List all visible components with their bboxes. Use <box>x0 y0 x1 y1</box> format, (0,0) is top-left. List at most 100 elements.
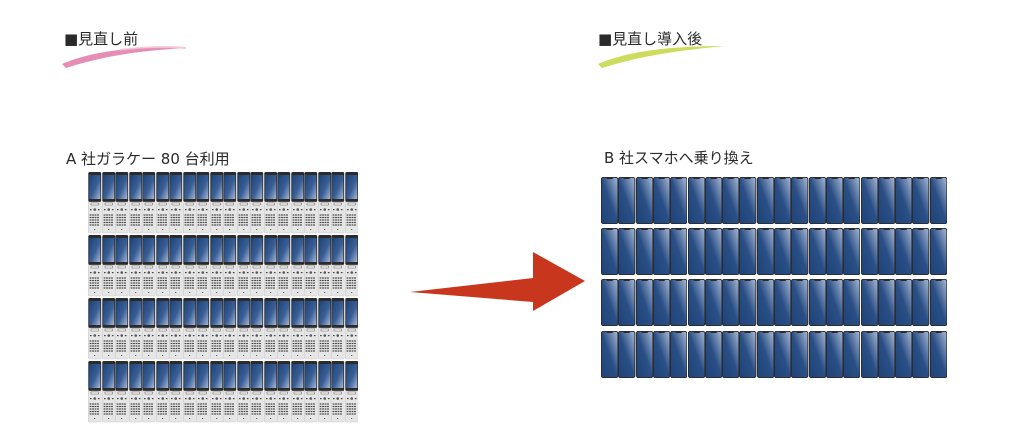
feature-phone-icon <box>142 235 156 301</box>
smartphone-icon <box>877 176 896 228</box>
smartphone-icon <box>600 330 619 382</box>
smartphone-icon <box>912 279 930 330</box>
feature-phone-icon <box>196 298 210 364</box>
smartphone-icon <box>704 330 723 382</box>
smartphone-icon <box>600 176 619 228</box>
feature-phone-icon <box>317 172 332 238</box>
feature-phone-icon <box>115 235 129 301</box>
smartphone-icon <box>929 330 948 382</box>
feature-phone-icon <box>169 361 183 427</box>
feature-phone-icon <box>128 298 143 364</box>
smartphone-icon <box>756 176 775 228</box>
feature-phone-icon <box>223 235 237 301</box>
smartphone-icon <box>721 176 740 228</box>
feature-phone-icon <box>236 172 251 238</box>
smartphone-icon <box>670 279 688 330</box>
smartphone-icon <box>929 279 948 330</box>
smartphone-icon <box>687 228 705 279</box>
smartphone-icon <box>635 228 653 279</box>
smartphone-icon <box>791 228 809 279</box>
feature-phone-icon <box>263 172 278 238</box>
feature-phone-icon <box>142 172 156 238</box>
feature-phone-icon <box>101 235 116 301</box>
smartphone-icon <box>825 279 844 330</box>
smartphone-icon <box>600 228 619 279</box>
feature-phone-icon <box>331 298 345 364</box>
before-heading: ■見直し前 <box>62 28 187 68</box>
smartphone-icon <box>912 330 930 382</box>
smartphone-icon <box>635 279 653 330</box>
feature-phone-row <box>88 172 358 234</box>
smartphone-icon <box>739 228 757 279</box>
smartphone-icon <box>739 330 757 382</box>
smartphone-icon <box>860 279 878 330</box>
feature-phone-icon <box>344 172 359 238</box>
feature-phone-icon <box>155 235 170 301</box>
smartphone-icon <box>825 176 844 228</box>
feature-phone-row <box>88 298 358 360</box>
smartphone-icon <box>791 176 809 228</box>
smartphone-icon <box>670 228 688 279</box>
feature-phone-icon <box>331 361 345 427</box>
feature-phone-icon <box>277 235 291 301</box>
smartphone-icon <box>739 176 757 228</box>
smartphone-icon <box>894 279 913 330</box>
feature-phone-icon <box>263 235 278 301</box>
feature-phone-icon <box>101 172 116 238</box>
before-label: A 社ガラケー 80 台利用 <box>66 150 230 168</box>
smartphone-icon <box>894 228 913 279</box>
smartphone-icon <box>808 330 826 382</box>
smartphone-icon <box>670 176 688 228</box>
smartphone-icon <box>704 228 723 279</box>
feature-phone-icon <box>88 361 102 427</box>
feature-phone-icon <box>196 172 210 238</box>
feature-phone-icon <box>101 361 116 427</box>
feature-phone-icon <box>304 235 318 301</box>
feature-phone-icon <box>101 298 116 364</box>
smartphone-icon <box>843 330 861 382</box>
pink-brush-stroke-icon <box>62 45 187 68</box>
feature-phone-icon <box>331 235 345 301</box>
feature-phone-icon <box>236 235 251 301</box>
after-heading-text: ■見直し導入後 <box>598 30 703 48</box>
smartphone-icon <box>652 279 671 330</box>
smartphone-row <box>600 228 948 276</box>
smartphone-icon <box>894 330 913 382</box>
feature-phone-icon <box>290 172 305 238</box>
smartphone-row <box>600 279 948 327</box>
feature-phone-icon <box>142 298 156 364</box>
feature-phone-icon <box>223 172 237 238</box>
smartphone-icon <box>808 279 826 330</box>
smartphone-icon <box>618 330 636 382</box>
smartphone-icon <box>773 176 792 228</box>
feature-phone-icon <box>344 298 359 364</box>
feature-phone-icon <box>304 361 318 427</box>
feature-phone-icon <box>304 172 318 238</box>
after-label: B 社スマホへ乗り換え <box>604 149 754 167</box>
smartphone-icon <box>843 176 861 228</box>
smartphone-icon <box>808 228 826 279</box>
smartphone-icon <box>652 176 671 228</box>
feature-phone-row <box>88 361 358 423</box>
feature-phone-icon <box>155 298 170 364</box>
feature-phone-icon <box>115 361 129 427</box>
smartphone-icon <box>670 330 688 382</box>
smartphone-icon <box>825 228 844 279</box>
after-heading: ■見直し導入後 <box>598 28 724 68</box>
feature-phone-icon <box>263 298 278 364</box>
smartphone-icon <box>912 228 930 279</box>
arrow-shape <box>410 252 585 311</box>
feature-phone-icon <box>155 361 170 427</box>
feature-phone-icon <box>250 235 264 301</box>
smartphone-icon <box>912 176 930 228</box>
smartphone-icon <box>843 228 861 279</box>
feature-phone-icon <box>277 361 291 427</box>
smartphone-icon <box>618 279 636 330</box>
feature-phone-icon <box>209 298 224 364</box>
feature-phone-icon <box>304 298 318 364</box>
feature-phone-icon <box>290 361 305 427</box>
smartphone-icon <box>756 228 775 279</box>
smartphone-icon <box>600 279 619 330</box>
feature-phone-icon <box>209 172 224 238</box>
feature-phone-icon <box>182 235 197 301</box>
